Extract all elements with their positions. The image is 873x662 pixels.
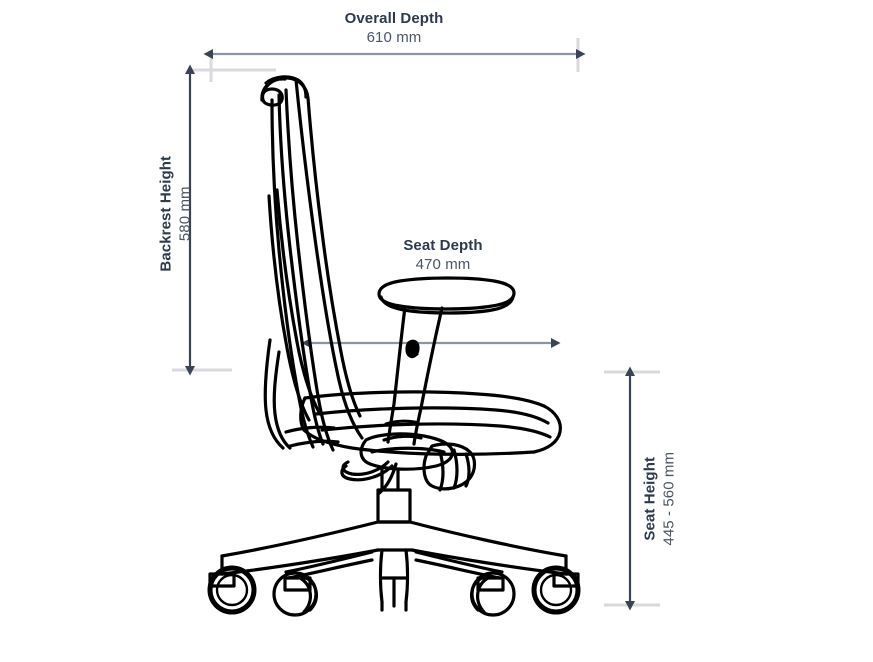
label-seat-height: Seat Height 445 - 560 mm <box>641 399 679 599</box>
caster-stem-right-inner <box>476 576 505 592</box>
height-lever-line-1 <box>438 450 445 492</box>
height-lever-line-2 <box>452 448 459 490</box>
armrest-post-base-top <box>384 419 420 426</box>
base-center-rear-caster-frame <box>380 600 408 612</box>
armrest-post-base <box>382 434 423 442</box>
label-seat-depth-title: Seat Depth <box>403 237 483 254</box>
caster-wheel-right-inner-arc2 <box>476 576 490 614</box>
label-overall-depth: Overall Depth 610 mm <box>294 10 494 48</box>
caster-wheel-left-inner <box>215 573 249 607</box>
chair-illustration <box>207 75 581 617</box>
armrest-adjust-button-slot <box>407 347 419 356</box>
backrest-frame-lower-left2 <box>272 350 292 450</box>
dimension-lines-vertical <box>185 64 635 611</box>
caster-wheel-right-inner-arc <box>470 576 484 612</box>
backrest-crown-cap <box>264 75 308 99</box>
caster-wheel-left-inner-2-arc2 <box>298 576 312 614</box>
seat-back-connector-2 <box>288 439 340 448</box>
label-backrest-height-title: Backrest Height <box>157 155 175 272</box>
backrest-strand-3 <box>270 98 315 449</box>
backrest-frame-lower-left <box>263 338 285 450</box>
label-seat-depth-value: 470 mm <box>415 255 471 273</box>
armrest-pad-underside <box>379 295 515 315</box>
backrest-lumbar-outer <box>267 194 311 422</box>
base-center-rear-arm <box>378 548 384 604</box>
label-backrest-height: Backrest Height 580 mm <box>157 114 195 314</box>
seat-cushion-line <box>314 406 550 425</box>
seat-back-connector <box>284 425 336 434</box>
base-inner-right-arm <box>414 550 504 574</box>
armrest-post-left <box>386 305 407 444</box>
label-overall-depth-value: 610 mm <box>366 28 422 46</box>
label-overall-depth-title: Overall Depth <box>344 10 444 27</box>
dimension-extension-lines <box>172 38 660 607</box>
gas-cylinder-body <box>376 488 412 524</box>
label-seat-height-title: Seat Height <box>641 456 659 541</box>
seat-top-surface <box>303 390 546 408</box>
mechanism-housing-detail <box>370 446 446 454</box>
armrest-pad-outline <box>377 276 516 311</box>
mechanism-housing <box>359 432 454 471</box>
seat-front-edge <box>532 404 562 454</box>
backrest-crown-hook <box>260 87 284 107</box>
label-seat-height-value: 445 - 560 mm <box>660 451 677 546</box>
label-backrest-height-value: 580 mm <box>176 186 193 242</box>
caster-wheel-left-inner-2-arc <box>304 576 318 612</box>
dimension-lines <box>203 49 586 348</box>
seat-cushion-line-2 <box>320 422 552 439</box>
caster-wheel-right-inner-ring <box>539 573 573 607</box>
height-lever-line-3 <box>464 452 471 488</box>
base-inner-left-arm <box>284 550 374 574</box>
tilt-lever-arm <box>376 462 398 496</box>
caster-wheel-right <box>531 565 581 615</box>
backrest-strand-1 <box>277 93 325 446</box>
backrest-outer-front <box>294 78 364 440</box>
caster-wheel-left <box>207 565 257 615</box>
base-left-arm-top <box>220 520 380 558</box>
base-right-arm-top <box>408 520 568 558</box>
backrest-lumbar-inner <box>275 188 322 416</box>
label-seat-depth: Seat Depth 470 mm <box>343 237 543 275</box>
backrest-strand-2 <box>284 88 335 452</box>
base-center-rear-arm-2 <box>404 548 410 604</box>
